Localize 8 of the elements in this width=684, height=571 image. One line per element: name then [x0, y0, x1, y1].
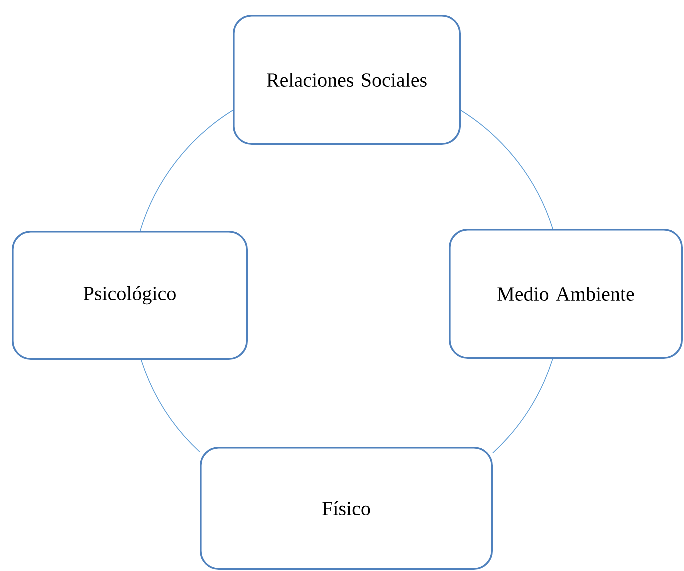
rounded-box: Relaciones Sociales: [233, 15, 461, 145]
rounded-box: Medio Ambiente: [449, 229, 683, 359]
rounded-box: Físico: [200, 447, 493, 570]
rounded-box: Psicológico: [12, 231, 248, 360]
connector-arc: [460, 110, 554, 230]
connector-arc: [140, 360, 200, 453]
connector-arc: [140, 110, 234, 232]
connector-arc: [492, 358, 554, 454]
